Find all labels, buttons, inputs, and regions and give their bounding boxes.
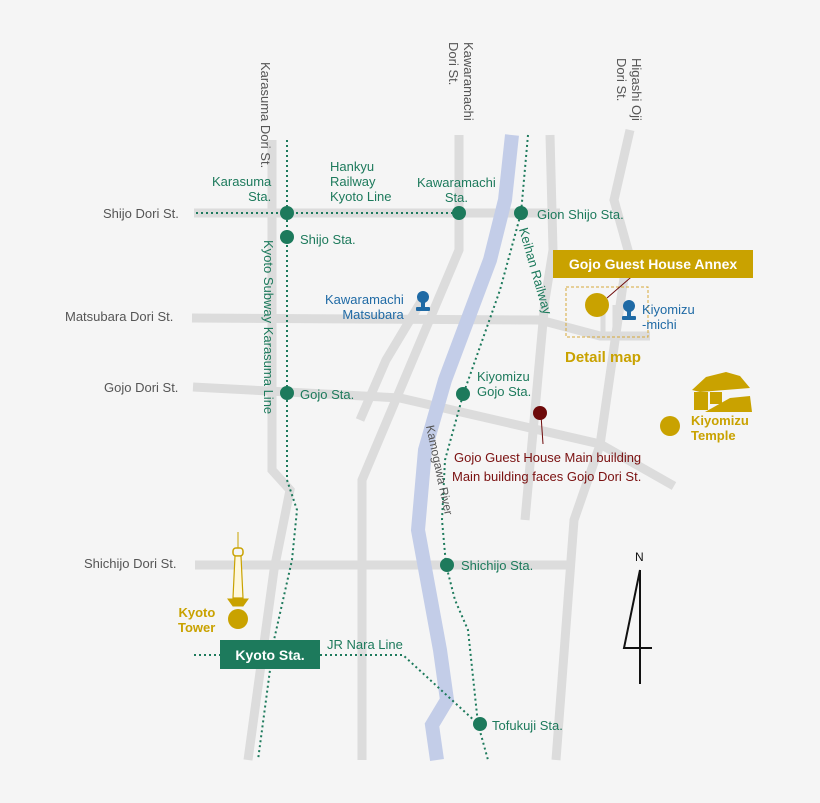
- kyoto-tower-icon: [227, 532, 249, 607]
- line-label-jr-nara: JR Nara Line: [327, 637, 403, 652]
- kyoto-station-box[interactable]: Kyoto Sta.: [220, 640, 320, 669]
- station-label-tofukuji[interactable]: Tofukuji Sta.: [492, 718, 563, 733]
- street-label-kawaramachi: Kawaramachi Dori St.: [446, 42, 476, 121]
- bus-stop-icon[interactable]: [416, 291, 430, 311]
- annex-marker[interactable]: [585, 293, 609, 317]
- station-label-kawaramachi[interactable]: Kawaramachi Sta.: [417, 175, 496, 205]
- street-label-matsubara: Matsubara Dori St.: [65, 309, 174, 324]
- street-label-karasuma: Karasuma Dori St.: [258, 62, 273, 169]
- station-dot-shijo[interactable]: [280, 230, 294, 244]
- station-dot-gojo[interactable]: [280, 386, 294, 400]
- detail-map-link[interactable]: Detail map: [565, 349, 641, 366]
- kyoto-tower-label[interactable]: Kyoto Tower: [178, 605, 216, 635]
- station-label-shichijo[interactable]: Shichijo Sta.: [461, 558, 534, 573]
- station-dot-karasuma[interactable]: [280, 206, 294, 220]
- main-building-marker[interactable]: [533, 406, 547, 420]
- line-label-hankyu: Hankyu Railway Kyoto Line: [330, 159, 392, 204]
- street-label-shijo: Shijo Dori St.: [103, 206, 179, 221]
- bus-stop-label-kiyomizu-michi[interactable]: Kiyomizu -michi: [642, 302, 695, 332]
- station-dot-kiyomizu-gojo[interactable]: [456, 387, 470, 401]
- station-label-kiyomizu-gojo[interactable]: Kiyomizu Gojo Sta.: [477, 369, 532, 399]
- station-label-shijo[interactable]: Shijo Sta.: [300, 232, 356, 247]
- compass-label: N: [635, 550, 644, 564]
- line-label-subway: Kyoto Subway Karasuma Line: [261, 240, 276, 415]
- rail-lines: [194, 134, 529, 761]
- kiyomizu-temple-marker[interactable]: [660, 416, 680, 436]
- street-label-shichijo: Shichijo Dori St.: [84, 556, 177, 571]
- kyoto-tower-marker[interactable]: [228, 609, 248, 629]
- kamogawa-river: [410, 134, 519, 761]
- annex-label-box[interactable]: Gojo Guest House Annex: [553, 250, 753, 278]
- temple-icon: [692, 372, 752, 412]
- station-label-gojo[interactable]: Gojo Sta.: [300, 387, 355, 402]
- station-dot-tofukuji[interactable]: [473, 717, 487, 731]
- station-dot-kawaramachi[interactable]: [452, 206, 466, 220]
- bus-stop-icon[interactable]: [622, 300, 636, 320]
- main-building-label[interactable]: Gojo Guest House Main building: [454, 450, 642, 465]
- main-building-note: Main building faces Gojo Dori St.: [452, 469, 642, 484]
- station-dot-gion-shijo[interactable]: [514, 206, 528, 220]
- station-dots: [280, 206, 528, 731]
- street-label-higashi-oji: Higashi Oji Dori St.: [614, 58, 644, 121]
- station-dot-shichijo[interactable]: [440, 558, 454, 572]
- bus-stop-label-kawaramachi-matsubara[interactable]: Kawaramachi Matsubara: [325, 292, 404, 322]
- station-label-gion-shijo[interactable]: Gion Shijo Sta.: [537, 207, 624, 222]
- compass-north-arrow: [622, 569, 652, 684]
- street-label-gojo: Gojo Dori St.: [104, 380, 179, 395]
- detail-map-frame[interactable]: [565, 286, 649, 338]
- kiyomizu-temple-label[interactable]: Kiyomizu Temple: [691, 413, 749, 443]
- station-label-karasuma[interactable]: Karasuma Sta.: [212, 174, 272, 204]
